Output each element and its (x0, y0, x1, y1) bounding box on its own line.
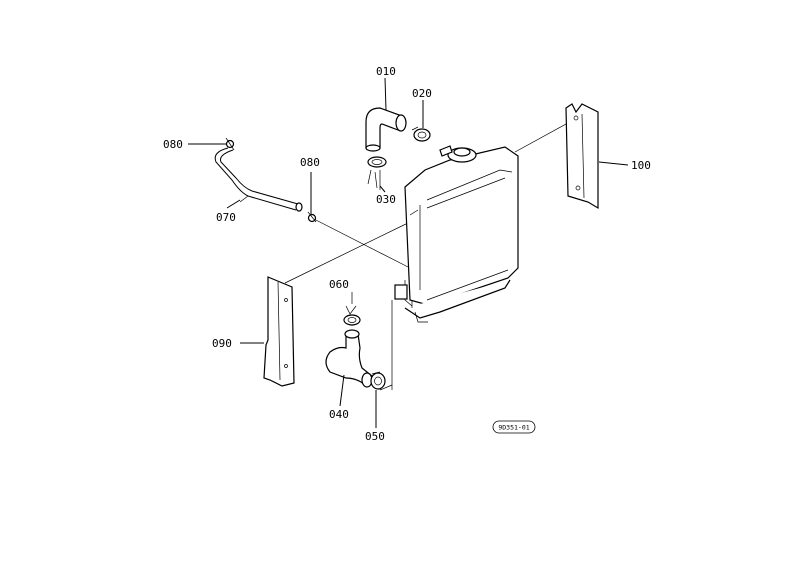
upper-hose (365, 107, 407, 152)
clip-080b (307, 211, 317, 223)
label-040: 040 (329, 408, 349, 421)
radiator (394, 146, 519, 323)
label-010: 010 (376, 65, 396, 78)
label-020: 020 (412, 87, 432, 100)
label-050: 050 (365, 430, 385, 443)
lower-hose (325, 329, 373, 388)
label-080b: 080 (300, 156, 320, 169)
hose-clamp-020 (411, 126, 431, 142)
reference-code-badge: 9D351-01 (492, 420, 536, 434)
label-030: 030 (376, 193, 396, 206)
left-bracket-090 (263, 276, 295, 387)
leader-lines (188, 77, 629, 428)
label-090: 090 (212, 337, 232, 350)
label-080a: 080 (163, 138, 183, 151)
hose-clamp-030 (367, 156, 387, 190)
clip-080a (225, 137, 235, 151)
label-100: 100 (631, 159, 651, 172)
hose-clamp-050 (370, 371, 386, 390)
label-070: 070 (216, 211, 236, 224)
right-bracket-100 (565, 103, 599, 210)
hose-clamp-060 (343, 292, 361, 326)
label-060: 060 (329, 278, 349, 291)
overflow-pipe (214, 147, 303, 212)
reference-code: 9D351-01 (498, 424, 529, 432)
filler-cap (439, 145, 477, 163)
